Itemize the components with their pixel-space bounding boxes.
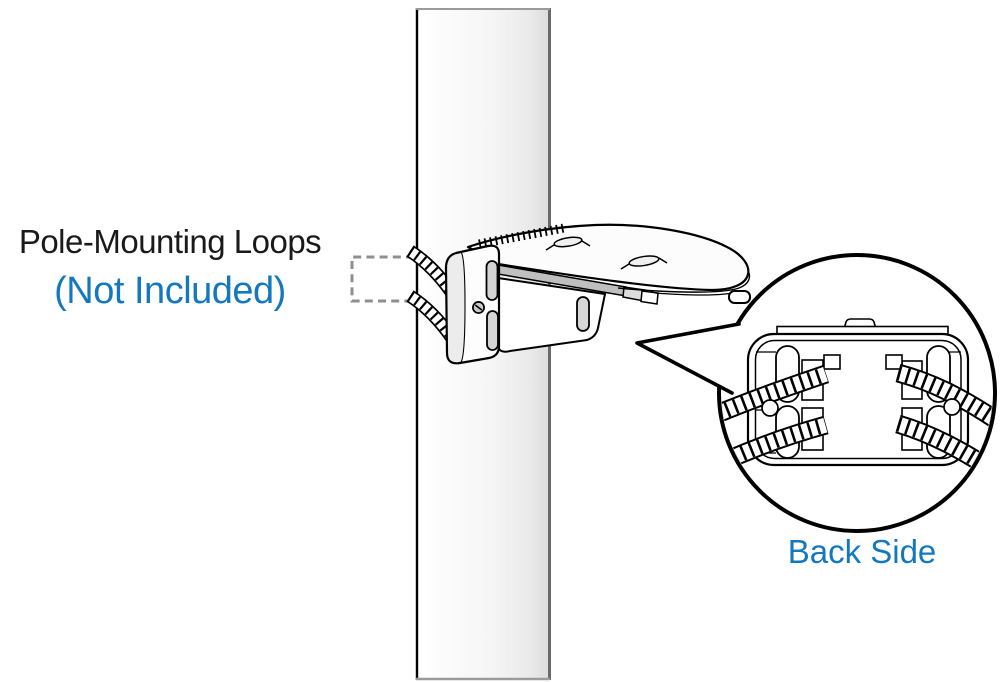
plate-slot-bottom <box>486 310 499 351</box>
plate-slot-top <box>485 260 499 301</box>
pole-mounting-loops-label: Pole-Mounting Loops <box>18 223 322 260</box>
rear-lip-bar <box>776 325 949 335</box>
rear-hole-right <box>943 398 961 416</box>
back-side-label: Back Side <box>787 533 937 570</box>
rear-square-right <box>885 354 903 370</box>
shelf-mark-right <box>620 255 668 270</box>
callout-pointer <box>635 322 741 395</box>
plate-screw <box>472 301 485 314</box>
fin-slot <box>576 296 590 332</box>
rear-square-left <box>823 354 841 370</box>
rear-view-plate <box>721 318 993 483</box>
bracket-fin <box>497 277 606 353</box>
shelf-hook <box>728 290 751 304</box>
leader-dashed-bracket <box>350 255 414 303</box>
rear-hole-left <box>761 399 779 417</box>
not-included-label: (Not Included) <box>54 270 286 312</box>
bracket-back-plate <box>444 244 501 365</box>
shelf-mark-left <box>545 236 591 251</box>
bracket-shelf <box>466 223 751 304</box>
